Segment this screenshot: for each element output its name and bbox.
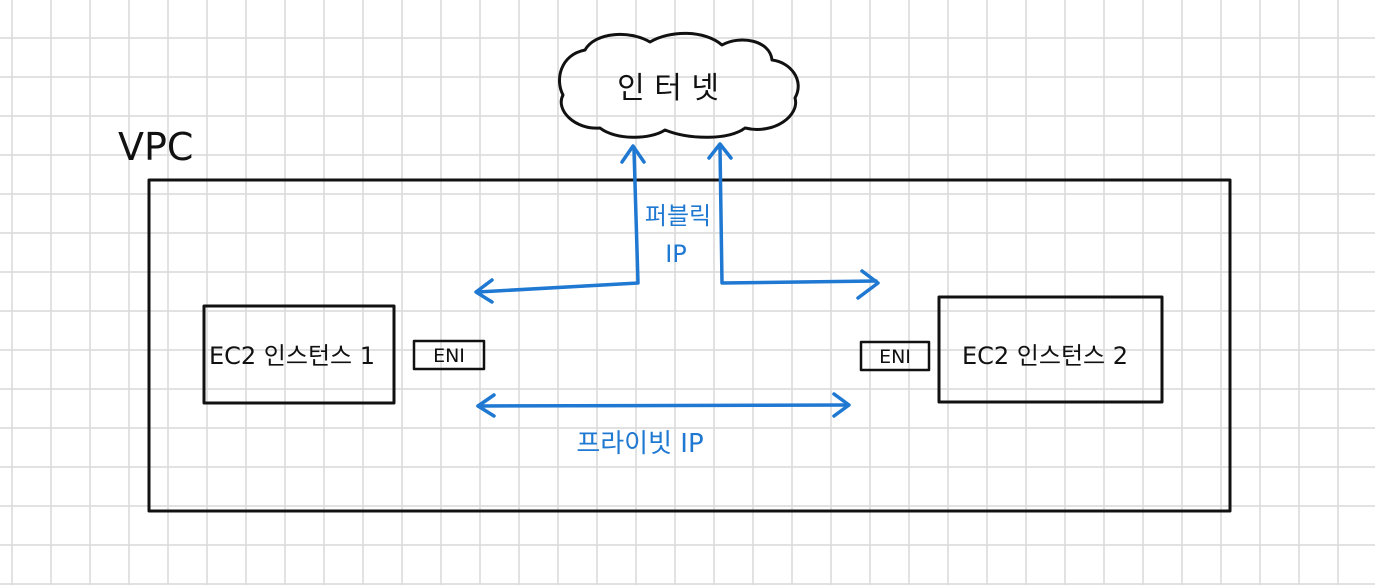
eni-1-label: ENI	[433, 345, 465, 367]
ec2-instance-2: EC2 인스턴스 2	[937, 295, 1164, 404]
private-ip-arrowhead-right	[832, 392, 851, 418]
public-ip-arrowhead-up-left	[620, 144, 646, 164]
public-ip-arrowhead-left	[474, 278, 494, 304]
private-ip-line	[476, 403, 850, 408]
eni-2: ENI	[859, 340, 931, 372]
public-ip-path-right	[718, 146, 878, 285]
private-ip-label: 프라이빗 IP	[576, 429, 703, 459]
ec2-instance-1-label: EC2 인스턴스 1	[209, 342, 375, 370]
public-ip-arrowhead-right	[856, 269, 880, 300]
ec2-instance-1: EC2 인스턴스 1	[202, 304, 396, 405]
private-ip-arrowhead-left	[476, 393, 496, 418]
internet-label: 인 터 넷	[617, 71, 719, 106]
eni-1: ENI	[412, 339, 486, 371]
vpc-boundary	[147, 178, 1232, 513]
public-ip-label-line1: 퍼블릭	[645, 202, 711, 230]
vpc-label: VPC	[118, 125, 193, 169]
public-ip-label-line2: IP	[665, 240, 687, 268]
public-ip-connection: 퍼블릭 IP	[474, 142, 880, 304]
internet-cloud: 인 터 넷	[558, 31, 800, 139]
eni-2-label: ENI	[879, 346, 911, 368]
private-ip-connection: 프라이빗 IP	[476, 392, 851, 459]
ec2-instance-2-label: EC2 인스턴스 2	[962, 342, 1128, 370]
public-ip-arrowhead-up-right	[707, 142, 733, 160]
public-ip-path-left	[476, 148, 640, 294]
